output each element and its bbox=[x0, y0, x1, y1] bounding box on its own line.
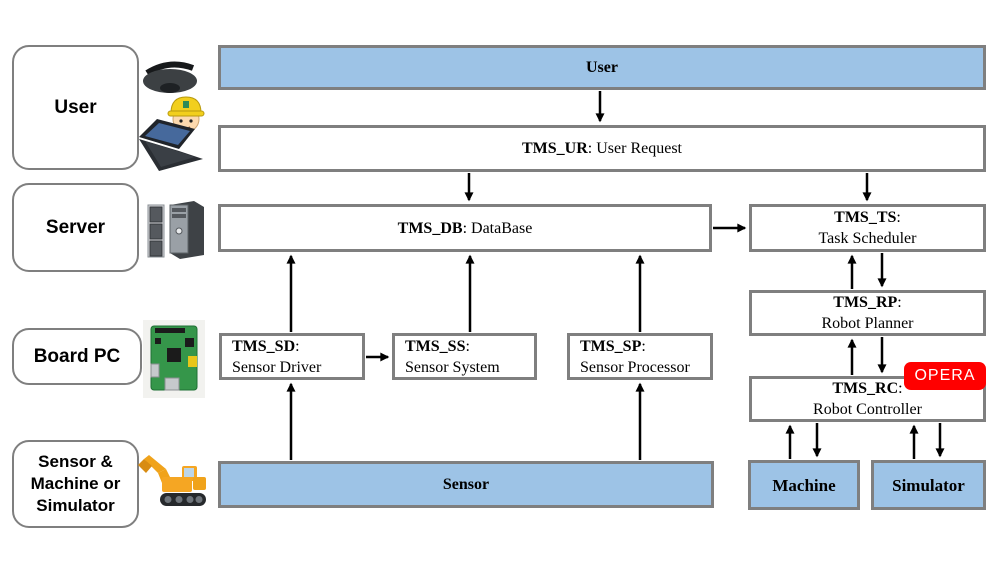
legend-board-pc-label: Board PC bbox=[33, 346, 121, 367]
machine-box: Machine bbox=[748, 460, 860, 510]
excavator-icon bbox=[138, 455, 206, 506]
user-layer-box: User bbox=[218, 45, 986, 90]
legend-board-pc-box: Board PC bbox=[12, 328, 142, 385]
server-tower-icon bbox=[147, 201, 204, 259]
tms-db-label: TMS_DB: DataBase bbox=[397, 219, 533, 237]
tms-sd-box: TMS_SD: Sensor Driver bbox=[219, 333, 365, 380]
tms-sp-box: TMS_SP: Sensor Processor bbox=[567, 333, 713, 380]
legend-sensor-machine-line1: Sensor & bbox=[38, 452, 113, 471]
tms-sp-code: TMS_SP: bbox=[580, 337, 646, 355]
tms-rp-box: TMS_RP: Robot Planner bbox=[749, 290, 986, 336]
legend-user-label: User bbox=[54, 97, 97, 118]
simulator-label: Simulator bbox=[892, 475, 965, 495]
vr-headset-icon bbox=[143, 61, 197, 93]
user-layer-label: User bbox=[586, 59, 618, 76]
tms-sd-code: TMS_SD: bbox=[232, 337, 300, 355]
sensor-layer-label: Sensor bbox=[442, 476, 490, 493]
tms-ss-code: TMS_SS: bbox=[405, 337, 470, 355]
tms-ur-label: TMS_UR: User Request bbox=[522, 140, 682, 157]
tms-ts-desc: Task Scheduler bbox=[818, 230, 917, 247]
tms-ss-box: TMS_SS: Sensor System bbox=[392, 333, 537, 380]
legend-user-box: User bbox=[12, 45, 139, 170]
tms-ur-box: TMS_UR: User Request bbox=[218, 125, 986, 172]
laptop-icon bbox=[139, 119, 203, 171]
legend-sensor-machine-line3: Simulator bbox=[36, 496, 115, 515]
tms-db-box: TMS_DB: DataBase bbox=[218, 204, 712, 252]
sensor-layer-box: Sensor bbox=[218, 461, 714, 508]
tms-rc-desc: Robot Controller bbox=[813, 401, 922, 418]
tms-rp-code: TMS_RP: bbox=[833, 294, 902, 311]
legend-sensor-machine-line2: Machine or bbox=[30, 474, 121, 493]
raspberry-pi-icon bbox=[143, 320, 205, 398]
tms-ts-box: TMS_TS: Task Scheduler bbox=[749, 204, 986, 252]
tms-rc-box: TMS_RC: Robot Controller bbox=[749, 376, 986, 422]
tms-rc-code: TMS_RC: bbox=[832, 380, 903, 397]
tms-ss-desc: Sensor System bbox=[405, 358, 500, 376]
tms-rp-desc: Robot Planner bbox=[821, 315, 914, 332]
opera-badge-label: OPERA bbox=[914, 367, 976, 384]
opera-badge: OPERA bbox=[904, 362, 986, 390]
legend-sensor-machine-box: Sensor & Machine or Simulator bbox=[12, 440, 139, 528]
tms-sd-desc: Sensor Driver bbox=[232, 358, 322, 376]
simulator-box: Simulator bbox=[871, 460, 986, 510]
tms-ts-code: TMS_TS: bbox=[834, 209, 901, 226]
legend-server-box: Server bbox=[12, 183, 139, 272]
legend-server-label: Server bbox=[45, 217, 106, 238]
tms-sp-desc: Sensor Processor bbox=[580, 358, 690, 376]
machine-label: Machine bbox=[772, 475, 836, 495]
